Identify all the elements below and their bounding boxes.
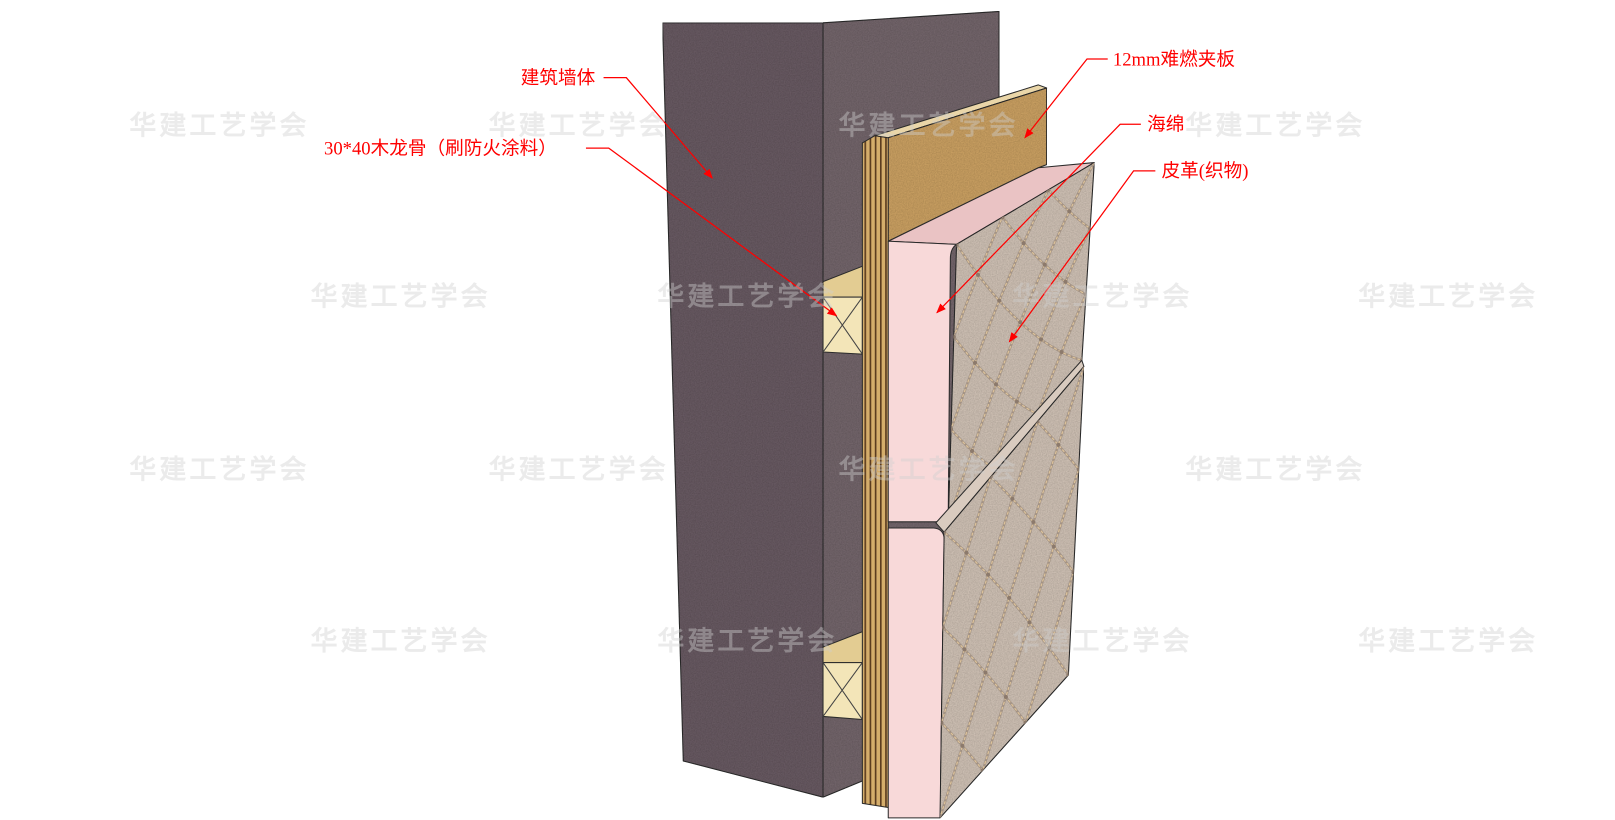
quilting-stitch-line: [940, 453, 999, 693]
quilting-tuft: [983, 670, 988, 675]
watermark-text: 华建工艺学会: [839, 110, 1019, 142]
quilting-tuft: [1056, 442, 1061, 447]
watermark-text: 华建工艺学会: [1185, 453, 1365, 485]
label-plywood: 12mm难燃夹板: [1113, 49, 1235, 70]
quilting-tuft: [1051, 544, 1056, 549]
quilting-tuft: [1063, 279, 1068, 284]
quilting-tuft: [962, 647, 967, 652]
quilting-stitch-line: [940, 525, 1075, 684]
watermark-text: 华建工艺学会: [1012, 625, 1192, 657]
label-leather: 皮革(织物): [1162, 161, 1249, 182]
leader-line-building-wall: [603, 77, 713, 179]
upholstered-panel-upper: [887, 162, 1095, 523]
watermark-text: 华建工艺学会: [129, 110, 309, 142]
callout-leather: 皮革(织物): [1008, 161, 1249, 343]
wood-batten-lower: [822, 629, 866, 721]
leader-line-plywood: [1024, 58, 1108, 139]
quilting-tuft: [1031, 519, 1036, 525]
upholstered-panel-lower: [887, 366, 1085, 819]
quilting-stitch-line: [940, 398, 1046, 786]
quilting-tuft: [1018, 320, 1023, 325]
quilting-tuft: [1007, 595, 1012, 600]
callout-building-wall: 建筑墙体: [521, 68, 713, 179]
batten-cross-mark: [822, 662, 863, 720]
plywood-board: [861, 84, 1048, 809]
quilting-tuft: [1042, 262, 1047, 267]
label-wood-batten: 30*40木龙骨（刷防火涂料）: [324, 138, 557, 159]
watermark-text: 华建工艺学会: [1012, 280, 1192, 312]
callout-sponge: 海绵: [936, 114, 1184, 314]
leader-line-leather: [1008, 170, 1156, 343]
watermark-text: 华建工艺学会: [1358, 280, 1538, 312]
watermark-text: 华建工艺学会: [1185, 110, 1365, 142]
watermark-text: 华建工艺学会: [311, 625, 491, 657]
quilting-tuft: [1003, 694, 1008, 700]
watermark-text: 华建工艺学会: [839, 453, 1019, 485]
quilting-tuft: [1027, 620, 1032, 625]
plywood-face: [887, 87, 1048, 242]
quilting-tuft: [1010, 496, 1015, 501]
label-building-wall: 建筑墙体: [521, 68, 596, 89]
quilting-stitch-line: [948, 200, 1011, 397]
quilting-tuft: [960, 743, 965, 748]
quilting-tuft: [997, 298, 1002, 303]
quilting-stitch-line: [1041, 182, 1095, 241]
quilting-tuft: [985, 572, 991, 577]
watermark-text: 华建工艺学会: [489, 110, 669, 142]
quilting-tuft: [1059, 349, 1064, 355]
sponge-side-face: [887, 527, 945, 819]
quilting-tuft: [1038, 337, 1044, 342]
quilting-tuft: [1021, 241, 1026, 246]
quilting-stitch-line: [1029, 246, 1095, 434]
watermark-text: 华建工艺学会: [489, 453, 669, 485]
watermark-layer: 华建工艺学会 华建工艺学会 华建工艺学会 华建工艺学会 华建工艺学会 华建工艺学…: [129, 110, 1538, 658]
wood-batten-upper: [822, 264, 866, 355]
watermark-text: 华建工艺学会: [657, 280, 837, 312]
quilting-stitch-line: [975, 401, 1084, 793]
quilting-tuft: [975, 272, 981, 277]
quilting-tuft: [964, 550, 969, 555]
watermark-text: 华建工艺学会: [311, 280, 491, 312]
wall-cut-face: [662, 22, 824, 798]
callout-plywood: 12mm难燃夹板: [1024, 49, 1235, 139]
quilting-tuft: [1014, 399, 1019, 404]
quilting-tuft: [1067, 209, 1072, 214]
watermark-text: 华建工艺学会: [1358, 625, 1538, 657]
quilting-stitch-line: [940, 702, 990, 779]
quilting-stitch-line: [949, 234, 1089, 363]
label-sponge: 海绵: [1147, 114, 1184, 135]
leader-line-wood-batten: [585, 147, 838, 317]
quilting-tuft: [1047, 645, 1052, 651]
batten-cross-mark: [822, 296, 863, 355]
quilting-tuft: [1092, 162, 1095, 165]
watermark-text: 华建工艺学会: [129, 453, 309, 485]
quilting-tuft: [993, 382, 999, 387]
quilting-tuft: [972, 360, 978, 365]
leader-line-sponge: [936, 123, 1141, 314]
quilting-stitch-line: [1030, 414, 1084, 493]
watermark-text: 华建工艺学会: [657, 625, 837, 657]
quilting-tuft: [969, 448, 975, 453]
callout-wood-batten: 30*40木龙骨（刷防火涂料）: [324, 138, 838, 317]
quilting-tuft: [1066, 672, 1071, 678]
